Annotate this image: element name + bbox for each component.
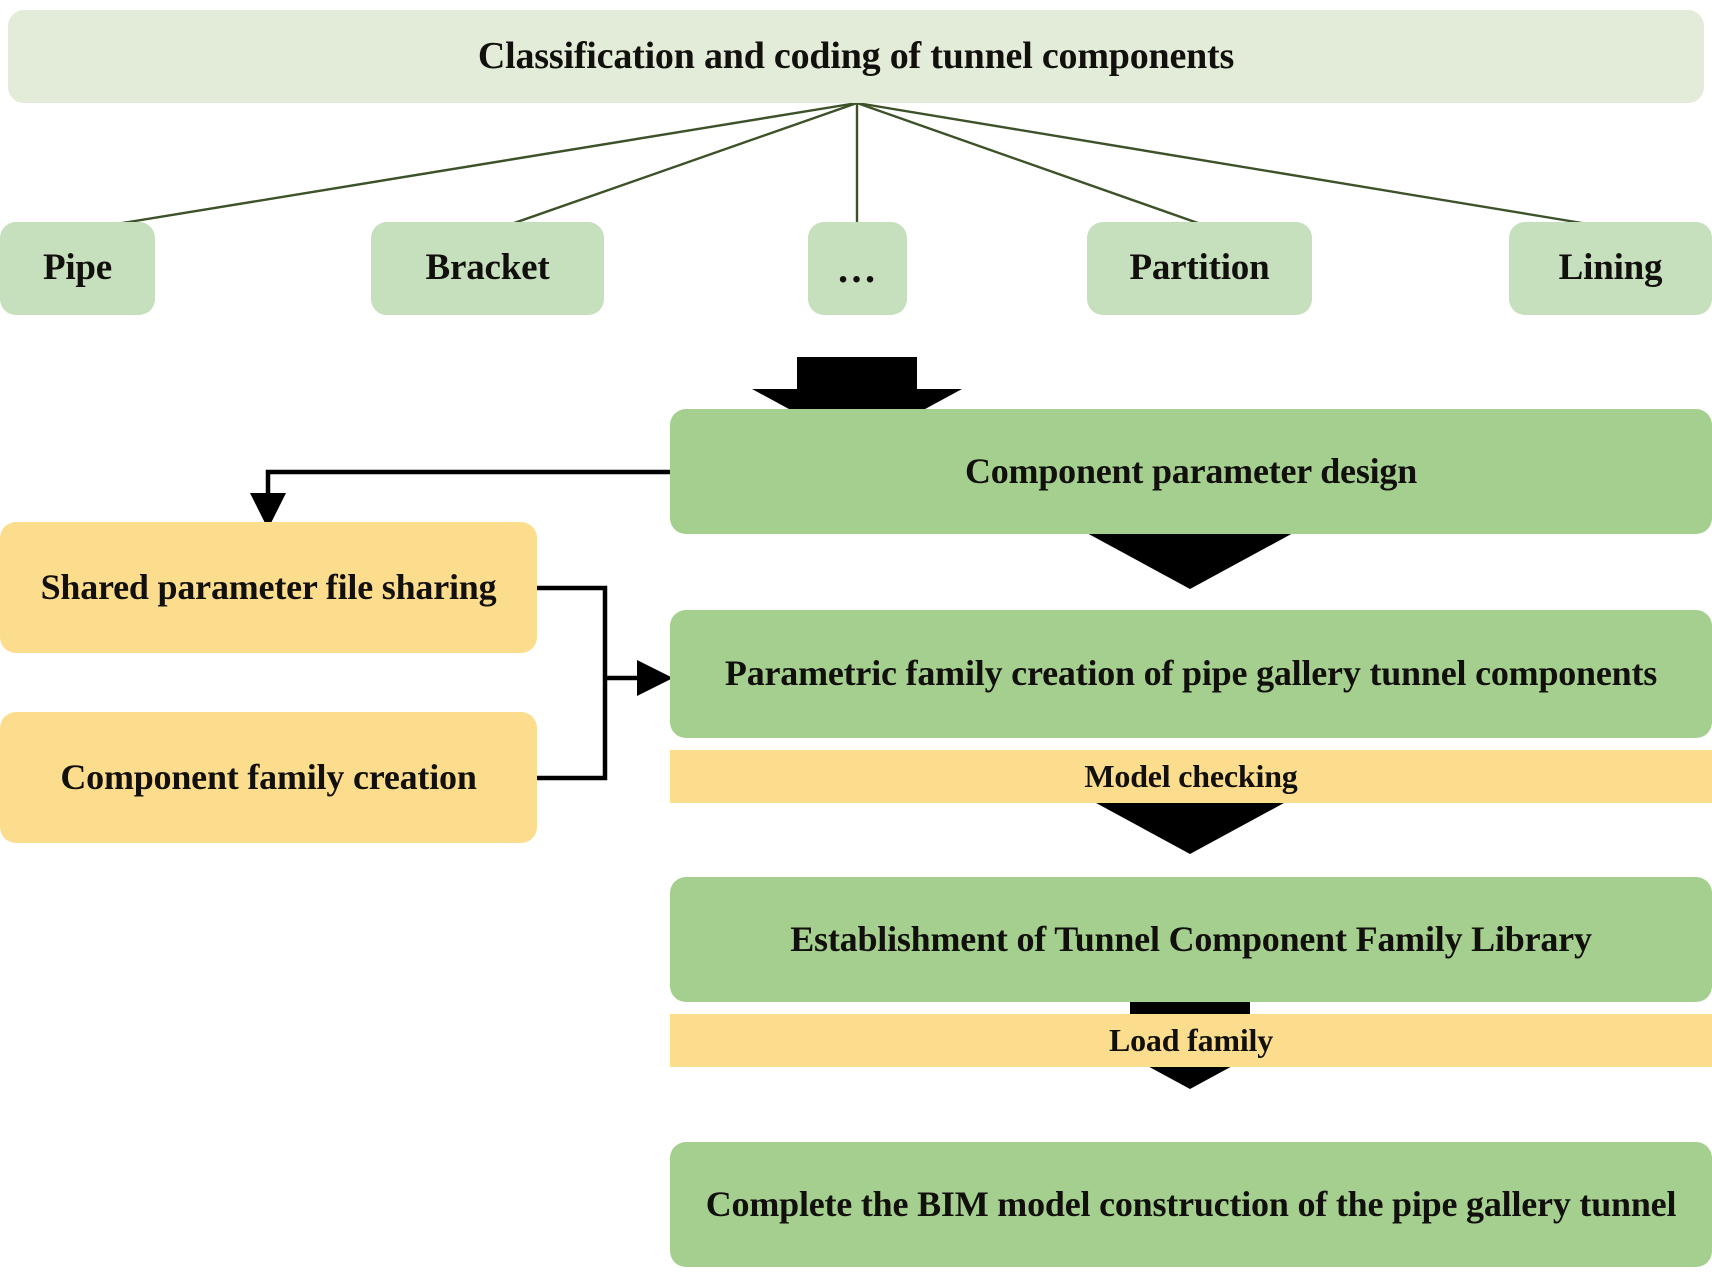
process-box-establishment-family-library[interactable]: Establishment of Tunnel Component Family…: [670, 877, 1712, 1002]
strip-label-load-family: Load family: [1108, 1021, 1274, 1058]
process-box-component-parameter-design[interactable]: Component parameter design: [670, 409, 1712, 534]
tree-line-partition: [856, 101, 1213, 230]
strip-box-load-family[interactable]: Load family: [670, 1014, 1712, 1067]
category-label-pipe: Pipe: [42, 247, 113, 289]
process-box-parametric-family-creation[interactable]: Parametric family creation of pipe galle…: [670, 610, 1712, 738]
strip-label-model-checking: Model checking: [1084, 757, 1298, 794]
process-label-parametric-family-creation: Parametric family creation of pipe galle…: [724, 653, 1658, 694]
category-label-bracket: Bracket: [425, 247, 550, 289]
tree-connectors: [91, 101, 1613, 230]
flow-line-componentfamily-to-merge: [536, 678, 608, 781]
tree-line-lining: [856, 101, 1613, 230]
process-label-establishment-family-library: Establishment of Tunnel Component Family…: [790, 918, 1592, 959]
process-box-complete-bim-model[interactable]: Complete the BIM model construction of t…: [670, 1142, 1712, 1267]
side-box-component-family-creation[interactable]: Component family creation: [0, 712, 537, 843]
process-label-complete-bim-model: Complete the BIM model construction of t…: [705, 1183, 1677, 1224]
side-label-shared-parameter-file-sharing: Shared parameter file sharing: [40, 566, 497, 607]
category-label-ellipsis: …: [836, 245, 879, 291]
category-label-lining: Lining: [1558, 247, 1663, 289]
tree-line-pipe: [91, 101, 858, 230]
side-box-shared-parameter-file-sharing[interactable]: Shared parameter file sharing: [0, 522, 537, 653]
category-box-partition[interactable]: Partition: [1087, 222, 1312, 315]
category-label-partition: Partition: [1129, 247, 1270, 289]
flow-line-shared-to-merge: [536, 585, 608, 678]
category-box-ellipsis[interactable]: …: [808, 222, 907, 315]
flow-line-to-shared-parameter: [250, 469, 670, 529]
category-box-lining[interactable]: Lining: [1509, 222, 1712, 315]
category-box-pipe[interactable]: Pipe: [0, 222, 155, 315]
root-box-classification-coding[interactable]: Classification and coding of tunnel comp…: [8, 10, 1704, 103]
side-label-component-family-creation: Component family creation: [60, 756, 477, 797]
category-box-bracket[interactable]: Bracket: [371, 222, 604, 315]
process-label-component-parameter-design: Component parameter design: [964, 450, 1418, 491]
strip-box-model-checking[interactable]: Model checking: [670, 750, 1712, 803]
tree-line-bracket: [499, 101, 858, 230]
root-box-label: Classification and coding of tunnel comp…: [477, 34, 1235, 77]
